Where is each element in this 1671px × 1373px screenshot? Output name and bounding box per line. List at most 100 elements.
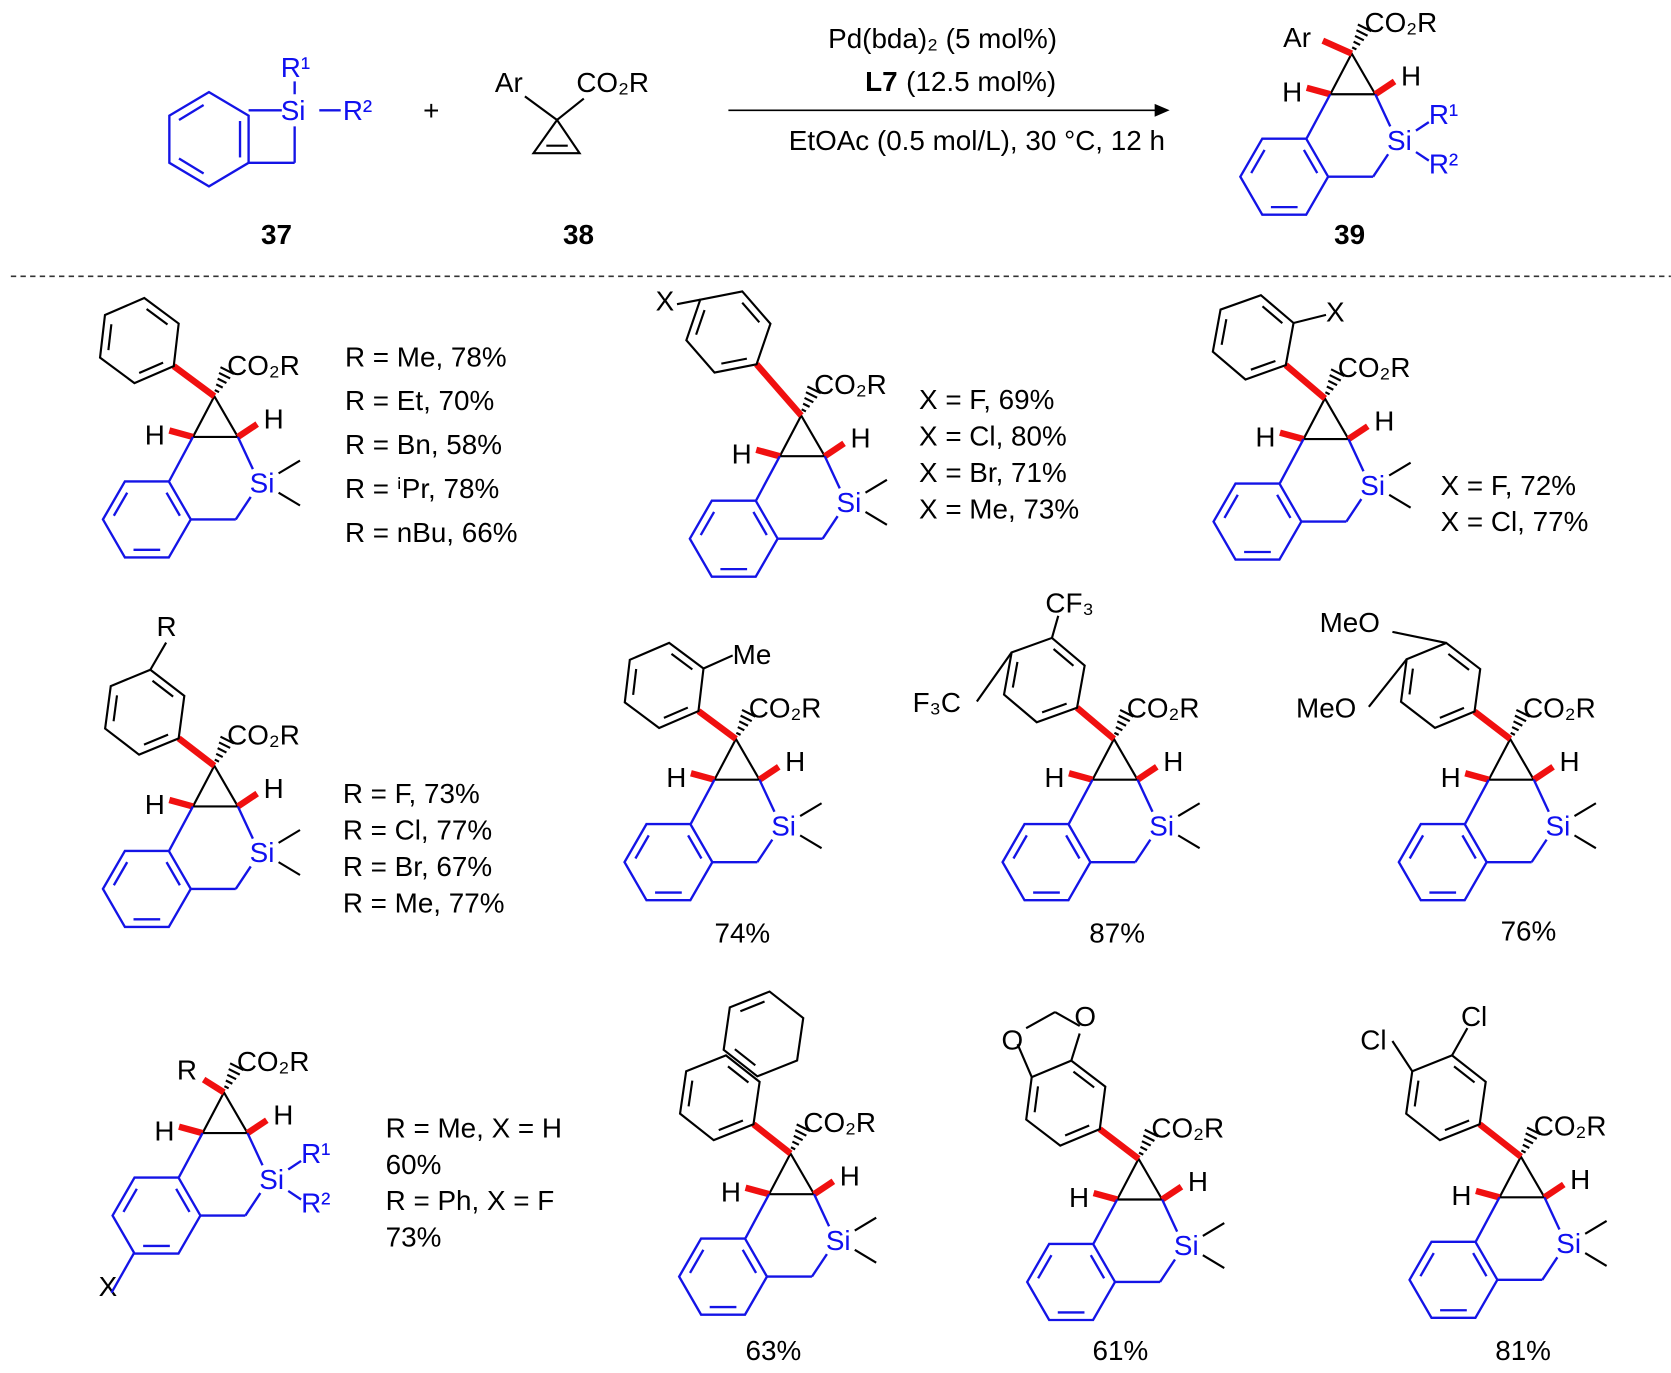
methyl-bond [278,829,301,844]
co2r-label: CO₂R [576,67,649,98]
cyclopropane-ring [1497,1154,1547,1199]
substituent-bond [703,654,734,670]
red-aryl-bond [1321,37,1354,57]
bond [1134,838,1152,863]
double-bond [165,861,181,886]
benzo-ring [1212,482,1303,561]
double-bond [687,834,703,860]
substituent-label: Cl [1360,1025,1386,1056]
red-wedge-bond [690,770,716,783]
methyl-bond [1388,493,1412,509]
h-atom: H [1069,1182,1089,1213]
compound-number-39: 39 [1334,219,1365,250]
cyclopropane-ring [200,1090,250,1135]
h-atom: H [666,762,686,793]
r1-label: R¹ [1429,99,1458,130]
h-atom: H [1441,762,1461,793]
bond [758,779,776,813]
double-bond [1419,1252,1435,1277]
benzo-ring [688,499,780,578]
double-bond [151,679,174,698]
red-wedge-bond [1346,423,1370,442]
double-bond [687,1080,694,1107]
methyl-bond [1573,802,1597,818]
double-bond [1408,668,1414,695]
substituent-label: Cl [1461,1001,1487,1032]
hashed-bond [228,1068,241,1076]
aryl-ring [685,290,772,374]
si-atom: Si [1546,810,1571,841]
hashed-bond [1329,374,1342,382]
double-bond [1220,319,1228,346]
bond [813,1193,831,1227]
double-bond [1447,653,1470,671]
aryl-ring [1405,1054,1487,1142]
substituent-bond [1368,658,1408,708]
cyclopropane-ring [778,413,827,458]
hashed-bond [1514,714,1527,723]
red-wedge-bond [1068,770,1094,783]
cyclopropane-ring [1328,51,1378,96]
aryl-ring [1399,641,1482,730]
benzo-ring [623,822,714,902]
substituent-label: F₃C [913,687,961,718]
hashed-bond [737,726,745,732]
bond [1025,1011,1056,1030]
h-atom: H [264,773,284,804]
substituent-bond [1293,313,1327,325]
hashed-bond [805,391,818,399]
substituent-bond [676,298,701,306]
methyl-bond [1388,461,1412,477]
double-bond [1276,494,1292,519]
methyl-bond [1177,802,1201,818]
double-bond [741,1249,758,1274]
yield-text: 87% [1089,917,1145,948]
red-wedge-bond [168,796,194,810]
red-wedge-bond [1464,770,1490,783]
double-bond [1011,661,1019,688]
red-wedge-bond [755,446,781,460]
methyl-bond [278,459,301,475]
methyl-bond [1584,1252,1608,1267]
h-atom: H [1559,746,1579,777]
compound-number-38: 38 [563,219,594,250]
hashed-bond [794,1129,807,1137]
si-atom: Si [1174,1230,1199,1261]
bond [1159,1258,1176,1283]
red-wedge-bond [823,440,846,459]
h-atom: H [1188,1166,1208,1197]
ar-label: Ar [495,67,523,98]
benzo-ring [677,1237,769,1316]
result-labels: R = Me, 78% R = Et, 70% R = Bn, 58% R = … [99,286,1589,1367]
double-bond [112,492,129,517]
double-bond [1089,1254,1106,1279]
benzo-ring [1408,1240,1499,1320]
bond [236,805,254,840]
hashed-bond [1510,731,1516,736]
bond [287,1159,302,1171]
bond [234,496,252,521]
double-bond [1472,1252,1488,1277]
red-wedge-bond [1475,1187,1501,1201]
h-atom: H [145,419,165,450]
red-aryl-bond [171,363,217,399]
benzene-ring-37 [168,90,250,188]
aryl-ring [1211,294,1295,381]
red-wedge-bond [236,421,259,440]
hashed-bond [226,1073,237,1081]
methyl-bond [854,1216,877,1232]
double-bond [112,695,119,722]
substituent-label: O [1074,1001,1096,1032]
double-bond [1033,1086,1040,1113]
double-bond [1072,1070,1095,1089]
yield-text: 74% [714,917,770,948]
hashed-bond [217,377,227,385]
ar-label: Ar [1283,22,1311,53]
red-wedge-bond [812,1178,836,1197]
h-atom: H [840,1161,860,1192]
reaction-equation: Si R¹ R² + Ar CO₂R Pd(bda)₂ (5 mol%) L7 … [168,23,1365,250]
hashed-bond [1119,708,1134,718]
hashed-bond [215,752,224,759]
